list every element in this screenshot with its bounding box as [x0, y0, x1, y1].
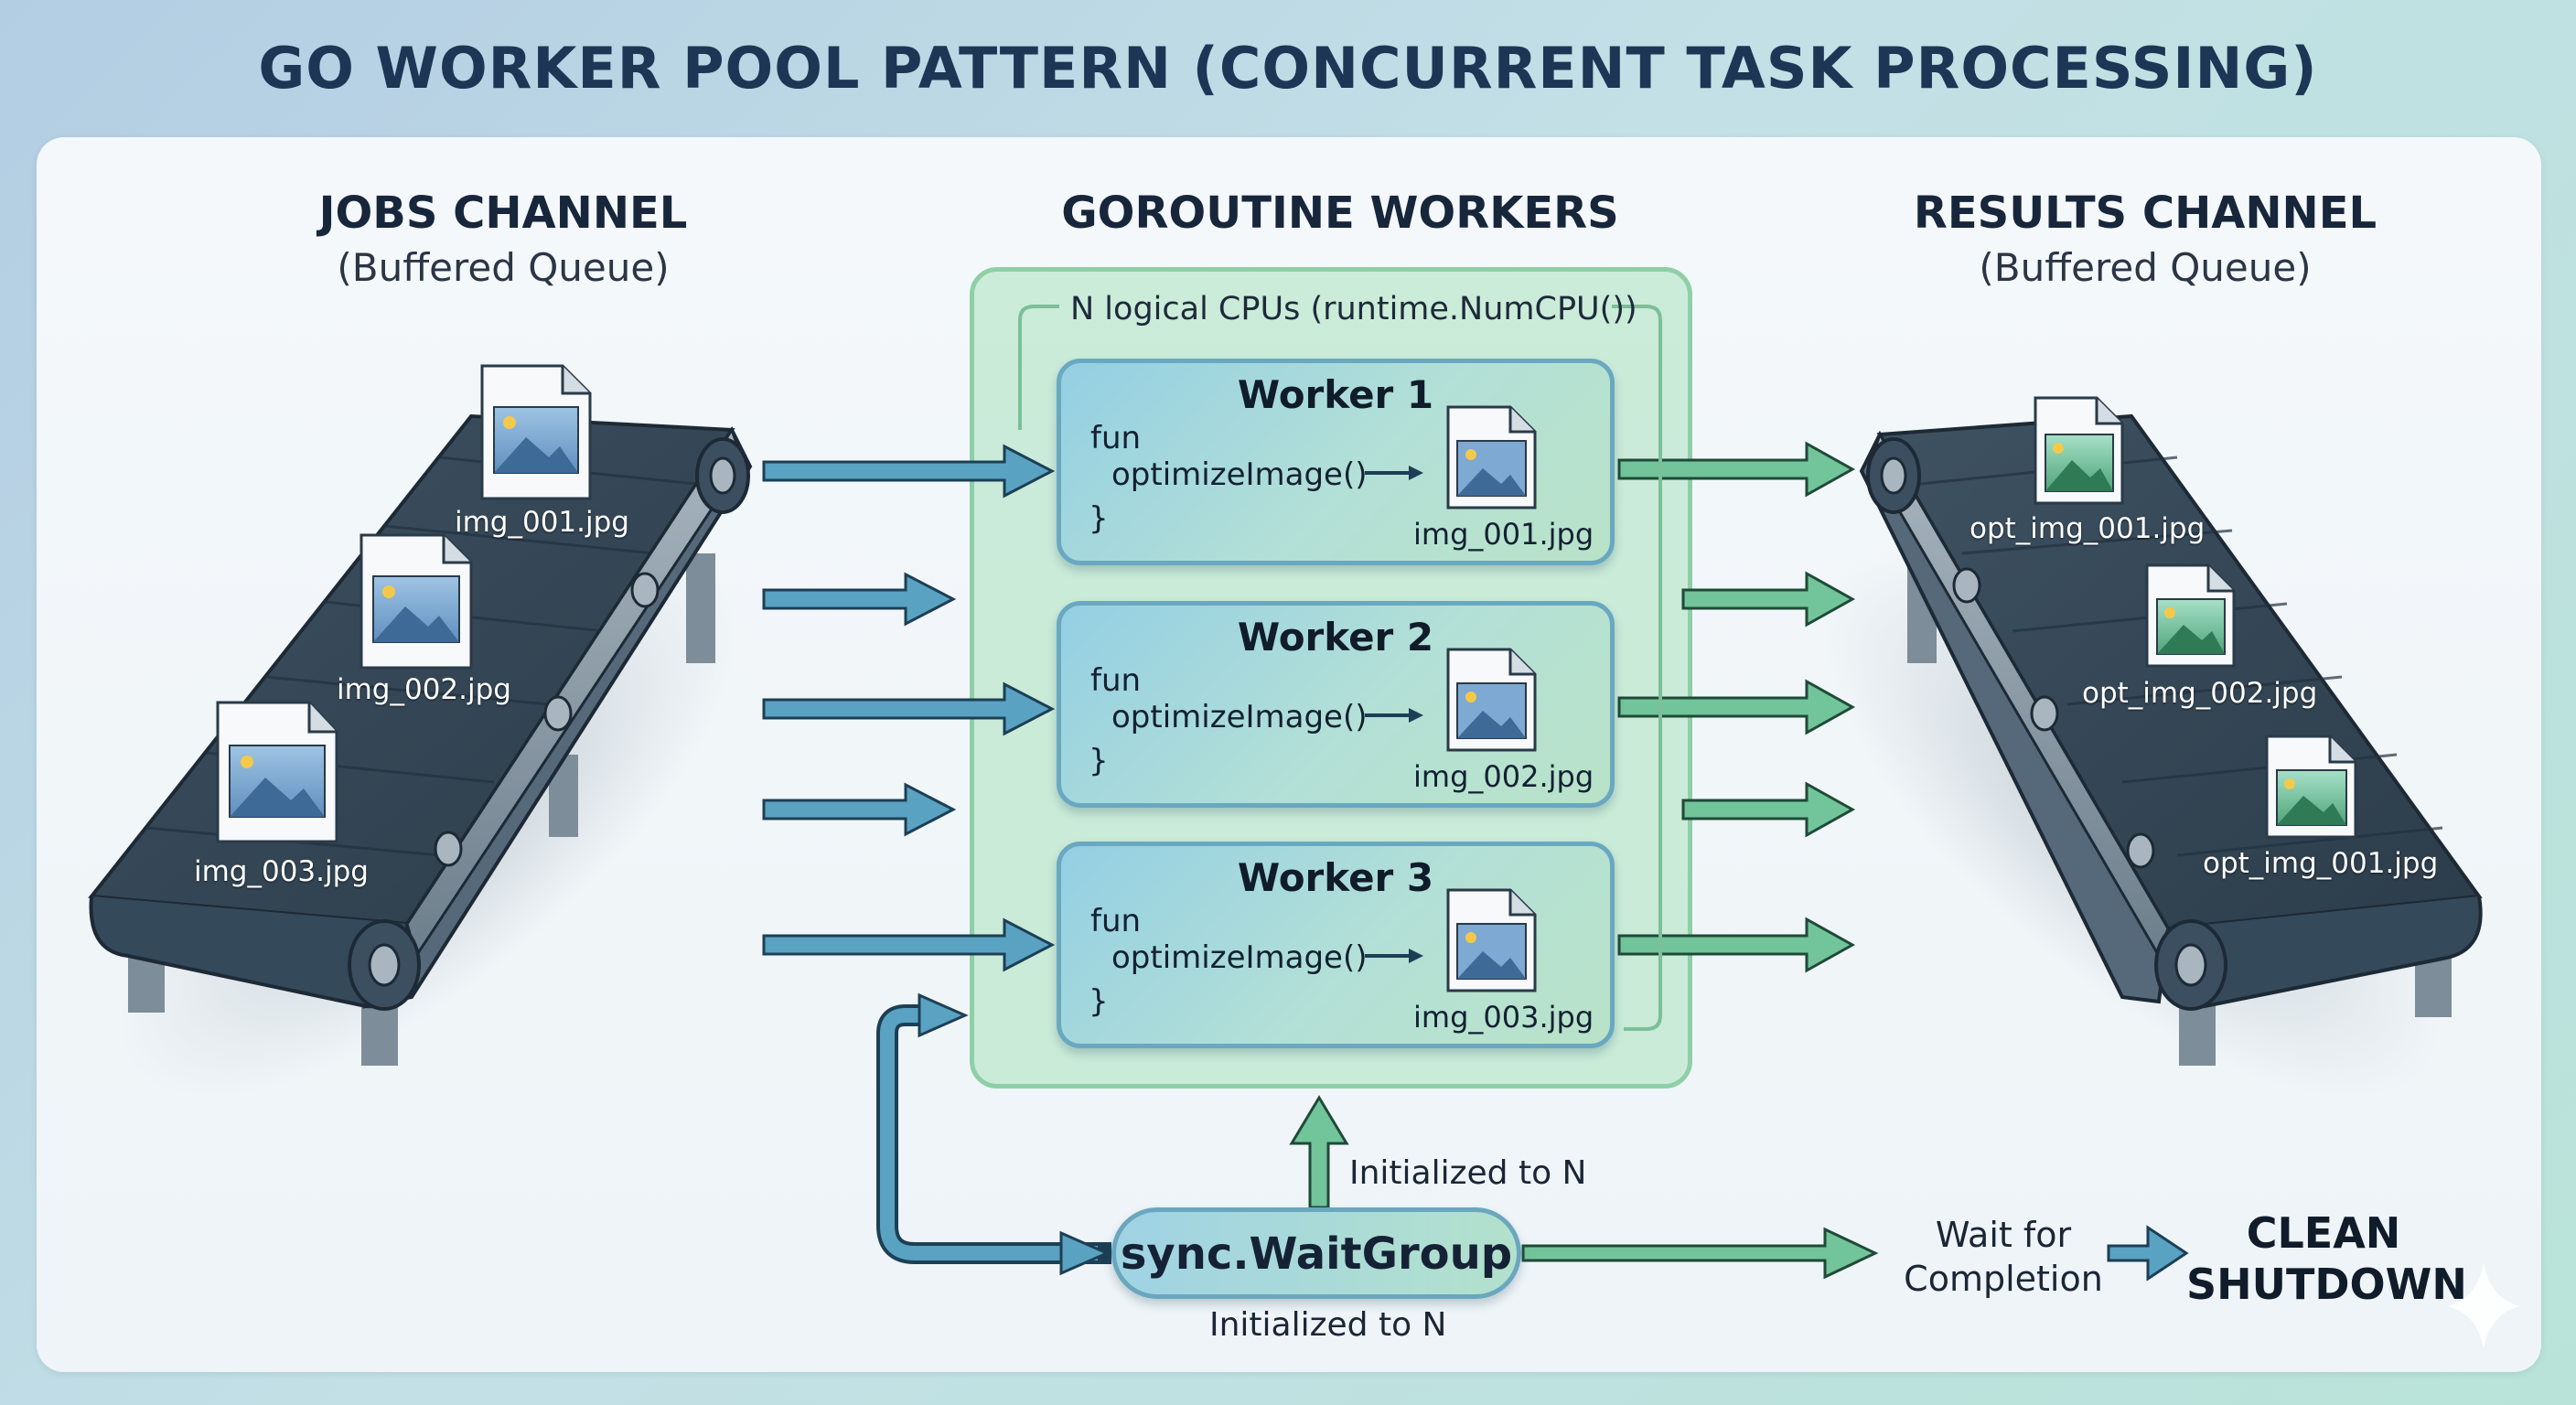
- results-subheading: (Buffered Queue): [1979, 245, 2312, 290]
- wait-line-2: Completion: [1904, 1259, 2103, 1299]
- arrow-right-icon: [1681, 571, 1856, 627]
- worker-file-label: img_003.jpg: [1413, 1000, 1594, 1035]
- image-file-icon: [1446, 405, 1537, 509]
- worker-code-function: optimizeImage(): [1111, 699, 1368, 735]
- worker-code-end: }: [1089, 983, 1109, 1020]
- cpu-count-label: N logical CPUs (runtime.NumCPU()): [1070, 291, 1637, 327]
- worker-code-end: }: [1089, 500, 1109, 537]
- image-file-icon: [216, 701, 338, 843]
- arrow-right-icon: [1617, 441, 1856, 498]
- arrow-right-icon: [762, 917, 1056, 972]
- clean-shutdown-line-1: CLEAN: [2246, 1208, 2401, 1258]
- worker-title: Worker 2: [1237, 615, 1434, 660]
- worker-code-function: optimizeImage(): [1111, 456, 1368, 493]
- arrow-right-icon: [1365, 949, 1423, 963]
- worker-file-label: img_002.jpg: [1413, 759, 1594, 794]
- arrow-right-icon: [1365, 466, 1423, 480]
- waitgroup-init-top: Initialized to N: [1349, 1154, 1587, 1192]
- arrow-right-icon: [1617, 679, 1856, 735]
- arrow-right-icon: [1681, 781, 1856, 838]
- clean-shutdown-line-2: SHUTDOWN: [2186, 1260, 2467, 1309]
- optimized-image-file-icon: [2145, 563, 2236, 668]
- workers-heading: GOROUTINE WORKERS: [1061, 188, 1619, 239]
- arrow-right-icon: [1617, 917, 1856, 973]
- job-file-label: img_002.jpg: [337, 673, 511, 706]
- worker-code-keyword: fun: [1090, 662, 1142, 699]
- waitgroup-box: sync.WaitGroup: [1111, 1207, 1521, 1299]
- image-file-icon: [480, 364, 592, 500]
- job-arrows: [762, 444, 1056, 972]
- image-file-icon: [1446, 888, 1537, 992]
- worker-card-1: Worker 1 fun optimizeImage() } img_001.j…: [1057, 359, 1615, 565]
- worker-code-function: optimizeImage(): [1111, 939, 1368, 976]
- jobs-heading: JOBS CHANNEL: [318, 188, 688, 239]
- result-arrows: [1617, 441, 1856, 973]
- jobs-subheading: (Buffered Queue): [337, 245, 670, 290]
- arrow-right-icon: [1059, 1230, 1111, 1276]
- result-file-label: opt_img_001.jpg: [2203, 847, 2439, 880]
- result-file-label: opt_img_001.jpg: [1970, 512, 2206, 545]
- worker-card-3: Worker 3 fun optimizeImage() } img_003.j…: [1057, 842, 1615, 1048]
- job-file-label: img_003.jpg: [194, 855, 369, 888]
- arrow-up-icon: [1289, 1095, 1349, 1209]
- sparkle-icon: [2447, 1262, 2520, 1349]
- image-file-icon: [1446, 648, 1537, 752]
- waitgroup-init-bottom: Initialized to N: [1209, 1306, 1447, 1344]
- arrow-right-icon: [762, 782, 957, 837]
- jobs-conveyor-icon: [88, 413, 753, 1098]
- diagram-title: GO WORKER POOL PATTERN (CONCURRENT TASK …: [258, 35, 2318, 102]
- wait-line-1: Wait for: [1935, 1215, 2072, 1255]
- worker-code-end: }: [1089, 743, 1109, 779]
- arrow-right-icon: [762, 572, 957, 627]
- worker-code-keyword: fun: [1090, 420, 1142, 456]
- worker-file-label: img_001.jpg: [1413, 517, 1594, 552]
- worker-card-2: Worker 2 fun optimizeImage() } img_002.j…: [1057, 601, 1615, 808]
- image-file-icon: [360, 533, 473, 670]
- waitgroup-label: sync.WaitGroup: [1120, 1228, 1513, 1280]
- worker-code-keyword: fun: [1090, 903, 1142, 939]
- optimized-image-file-icon: [2265, 735, 2357, 839]
- worker-title: Worker 1: [1237, 372, 1434, 417]
- worker-title: Worker 3: [1237, 855, 1434, 900]
- optimized-image-file-icon: [2034, 396, 2124, 505]
- result-file-label: opt_img_002.jpg: [2082, 677, 2318, 710]
- arrow-right-icon: [762, 444, 1056, 499]
- arrow-right-icon: [1365, 708, 1423, 723]
- arrow-right-icon: [1521, 1227, 1879, 1280]
- arrow-right-icon: [762, 681, 1056, 736]
- arrow-right-icon: [918, 992, 969, 1038]
- cpu-bracket: [1018, 305, 1662, 1031]
- job-file-label: img_001.jpg: [455, 506, 629, 539]
- waitgroup-loop-arrow: [876, 1004, 1111, 1264]
- arrow-right-icon: [2107, 1225, 2189, 1282]
- results-heading: RESULTS CHANNEL: [1913, 188, 2377, 239]
